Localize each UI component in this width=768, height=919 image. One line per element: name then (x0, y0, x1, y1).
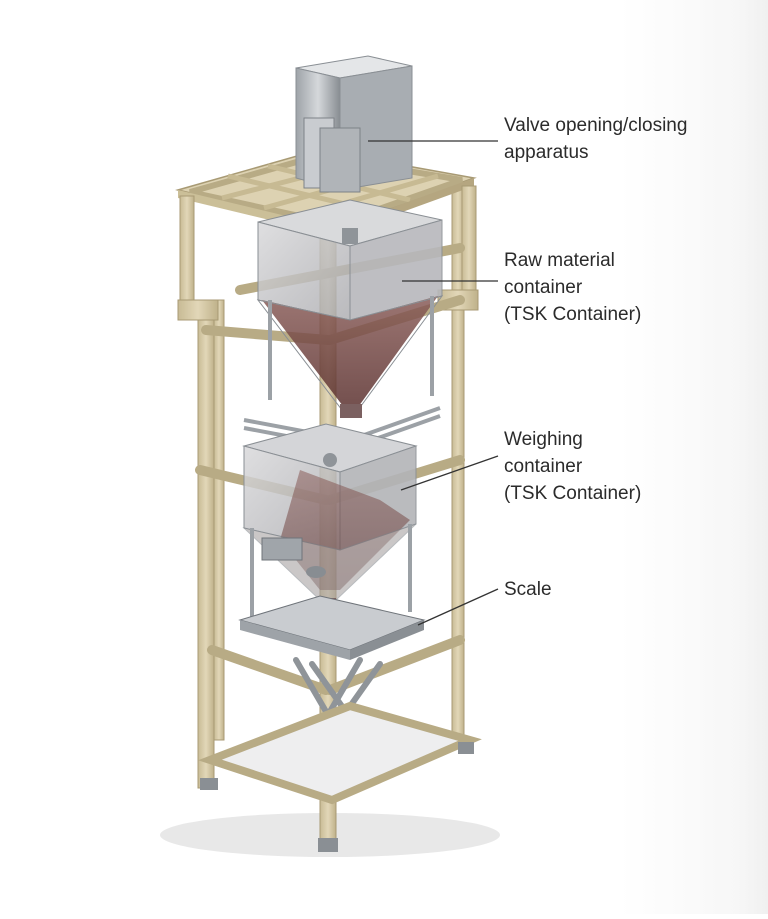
background-shade (620, 0, 768, 914)
leader-line-weighing (400, 455, 499, 491)
label-raw-line1: Raw material (504, 250, 615, 271)
label-valve-apparatus: Valve opening/closing apparatus (504, 112, 687, 166)
label-raw-material-container: Raw material container (TSK Container) (504, 247, 641, 328)
label-scale-line1: Scale (504, 579, 552, 600)
label-raw-line2: container (504, 277, 583, 298)
label-weighing-container: Weighing container (TSK Container) (504, 426, 641, 507)
label-raw-line3: (TSK Container) (504, 304, 642, 325)
leader-lines (368, 140, 499, 626)
label-weigh-line3: (TSK Container) (504, 483, 642, 504)
label-valve-line2: apparatus (504, 142, 589, 163)
valve-apparatus (295, 55, 413, 193)
raw-material-container (256, 199, 444, 418)
weighing-container-stand (250, 524, 412, 620)
scale (238, 595, 426, 660)
label-scale: Scale (504, 576, 552, 603)
weighing-container (242, 423, 418, 612)
leader-line-scale (417, 588, 499, 626)
label-weigh-line2: container (504, 456, 583, 477)
label-weigh-line1: Weighing (504, 429, 583, 450)
bottom-frame (198, 701, 482, 852)
label-valve-line1: Valve opening/closing (504, 115, 688, 136)
